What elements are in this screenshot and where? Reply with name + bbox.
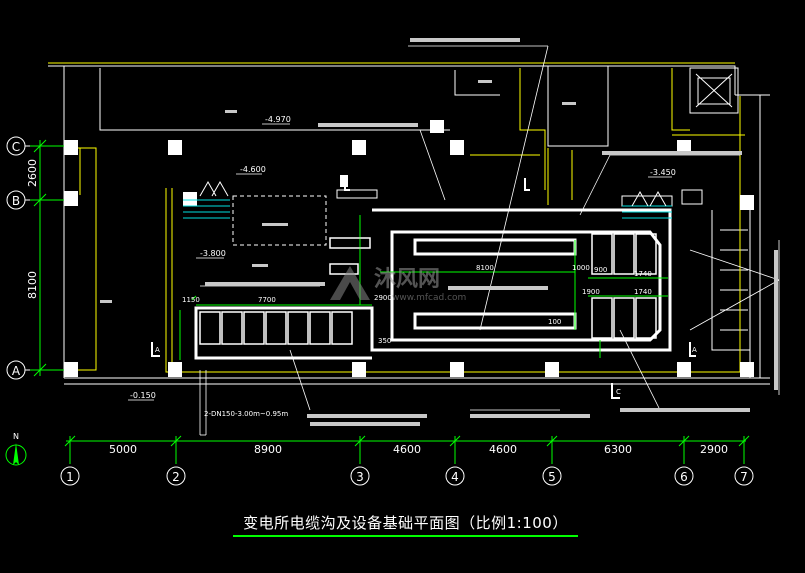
north-arrow: N	[5, 432, 27, 466]
column-label-6: 6	[680, 470, 688, 484]
column-label-7: 7	[740, 470, 748, 484]
row-label-b: B	[12, 194, 20, 208]
axis-lines	[30, 139, 750, 464]
row-spacing-cb: 2600	[26, 159, 39, 187]
trench-segments	[199, 233, 657, 345]
spacing-6-7: 2900	[700, 443, 728, 456]
column-bubble-4	[445, 466, 465, 486]
drawing-title: 变电所电缆沟及设备基础平面图（比例1:100）	[243, 514, 568, 532]
small-note-text	[100, 38, 778, 426]
watermark-url: www.mfcad.com	[392, 293, 466, 303]
north-label: N	[13, 432, 19, 441]
dim-1740a: 1740	[634, 270, 652, 278]
ref-c: C	[616, 388, 621, 396]
dim-1000: 1000	[572, 264, 590, 272]
level-5: -0.150	[130, 391, 156, 400]
dim-1740b: 1740	[634, 288, 652, 296]
spacing-1-2: 5000	[109, 443, 137, 456]
column-label-3: 3	[356, 470, 364, 484]
watermark-brand: 沐风网	[374, 267, 440, 292]
column-axis-bubbles: 1 2 3 4 5 6 7	[60, 466, 754, 486]
column-label-5: 5	[548, 470, 556, 484]
leader-lines	[199, 45, 780, 436]
column-spacings: 5000 8900 4600 4600 6300 2900	[109, 443, 728, 456]
column-bubble-3	[350, 466, 370, 486]
cable-trench	[194, 208, 672, 360]
dim-7700: 7700	[258, 296, 276, 304]
level-marks: -4.970 -4.600 -3.800 -3.450 -0.150	[128, 115, 676, 401]
column-label-2: 2	[172, 470, 180, 484]
level-3: -3.800	[200, 249, 226, 258]
column-bubble-7	[734, 466, 754, 486]
column-label-1: 1	[66, 470, 74, 484]
building-outline	[48, 62, 770, 385]
dim-1150: 1150	[182, 296, 200, 304]
dim-100: 100	[548, 318, 561, 326]
ref-a-left: A	[155, 346, 160, 354]
row-spacing-ba: 8100	[26, 271, 39, 299]
steps	[183, 199, 672, 219]
spacing-5-6: 6300	[604, 443, 632, 456]
watermark: 沐风网 www.mfcad.com	[330, 266, 466, 303]
door-swings	[199, 180, 667, 207]
row-label-a: A	[12, 364, 21, 378]
annotations: 2-DN150-3.00m~0.95m A A C	[155, 346, 697, 418]
column-label-4: 4	[451, 470, 459, 484]
row-axis-bubbles: C B A	[6, 136, 30, 380]
title-underline	[233, 535, 578, 537]
dim-350: 350	[378, 337, 391, 345]
dim-1900: 1900	[582, 288, 600, 296]
row-label-c: C	[12, 140, 20, 154]
dim-8100: 8100	[476, 264, 494, 272]
spacing-3-4: 4600	[393, 443, 421, 456]
column-bubble-6	[674, 466, 694, 486]
spacing-2-3: 8900	[254, 443, 282, 456]
ref-a-right: A	[692, 346, 697, 354]
dim-2900: 2900	[374, 294, 392, 302]
level-1: -4.970	[265, 115, 291, 124]
pipe-note: 2-DN150-3.00m~0.95m	[204, 410, 288, 418]
column-bubble-2	[166, 466, 186, 486]
dimension-values: 7700 1150 8100 1000 100 900 1740 1740 19…	[182, 264, 652, 345]
level-2: -4.600	[240, 165, 266, 174]
equipment-zone-dashed	[232, 195, 327, 246]
spacing-4-5: 4600	[489, 443, 517, 456]
level-4: -3.450	[650, 168, 676, 177]
inner-walls	[76, 68, 745, 373]
column-bubble-1	[60, 466, 80, 486]
column-bubble-5	[542, 466, 562, 486]
dim-900: 900	[594, 266, 607, 274]
